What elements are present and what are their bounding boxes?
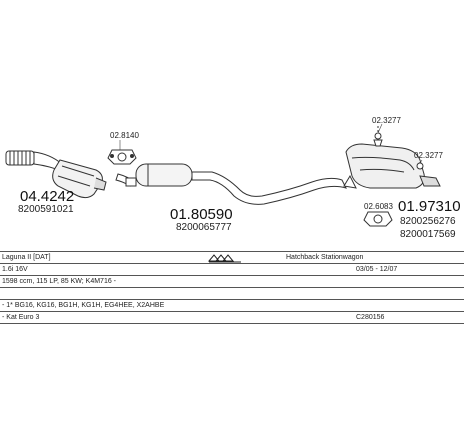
middle-silencer-number: 01.80590 [170, 206, 233, 223]
catalog-number: C280156 [356, 314, 385, 321]
middle-silencer [125, 163, 193, 187]
vehicle-emission: - Kat Euro 3 [2, 314, 40, 321]
middle-silencer-oem: 8200065777 [176, 222, 232, 233]
vehicle-codes: - 1* BG16, KG16, BG1H, KG1H, EG4HEE, X2A… [2, 302, 165, 309]
vehicle-years: 03/05 - 12/07 [356, 266, 398, 273]
hanger-a-number: 02.3277 [372, 116, 401, 125]
hanger-b-number: 02.3277 [414, 151, 443, 160]
catalytic-converter [52, 159, 107, 199]
table-line [0, 323, 464, 324]
clamp-number: 02.6083 [364, 202, 393, 211]
table-line [0, 287, 464, 288]
vehicle-logo [208, 254, 241, 263]
front-pipe-number: 04.4242 [20, 188, 75, 205]
vehicle-body: Hatchback Stationwagon [286, 254, 364, 261]
front-pipe-oem: 8200591021 [18, 204, 74, 215]
exhaust-system-diagram [5, 123, 441, 227]
rear-silencer-number: 01.97310 [398, 198, 461, 215]
front-pipe-flex-part [5, 150, 35, 166]
table-line [0, 275, 464, 276]
rear-silencer-oem-1: 8200256276 [400, 216, 456, 227]
table-line [0, 299, 464, 300]
mid-tail-pipe [191, 171, 347, 205]
table-line [0, 311, 464, 312]
vehicle-engine: 1.6i 16V [2, 266, 28, 273]
gasket-part [107, 149, 137, 165]
vehicle-specs: 1598 ccm, 115 LP, 85 KW; K4M716 - [2, 278, 117, 285]
table-line [0, 263, 464, 264]
gasket-number: 02.8140 [110, 131, 139, 140]
clamp-part [363, 211, 393, 227]
rear-silencer-oem-2: 8200017569 [400, 229, 456, 240]
vehicle-model: Laguna II [DAT] [2, 254, 51, 261]
hanger-a [373, 126, 383, 147]
rear-silencer [343, 143, 441, 189]
table-line [0, 251, 464, 252]
